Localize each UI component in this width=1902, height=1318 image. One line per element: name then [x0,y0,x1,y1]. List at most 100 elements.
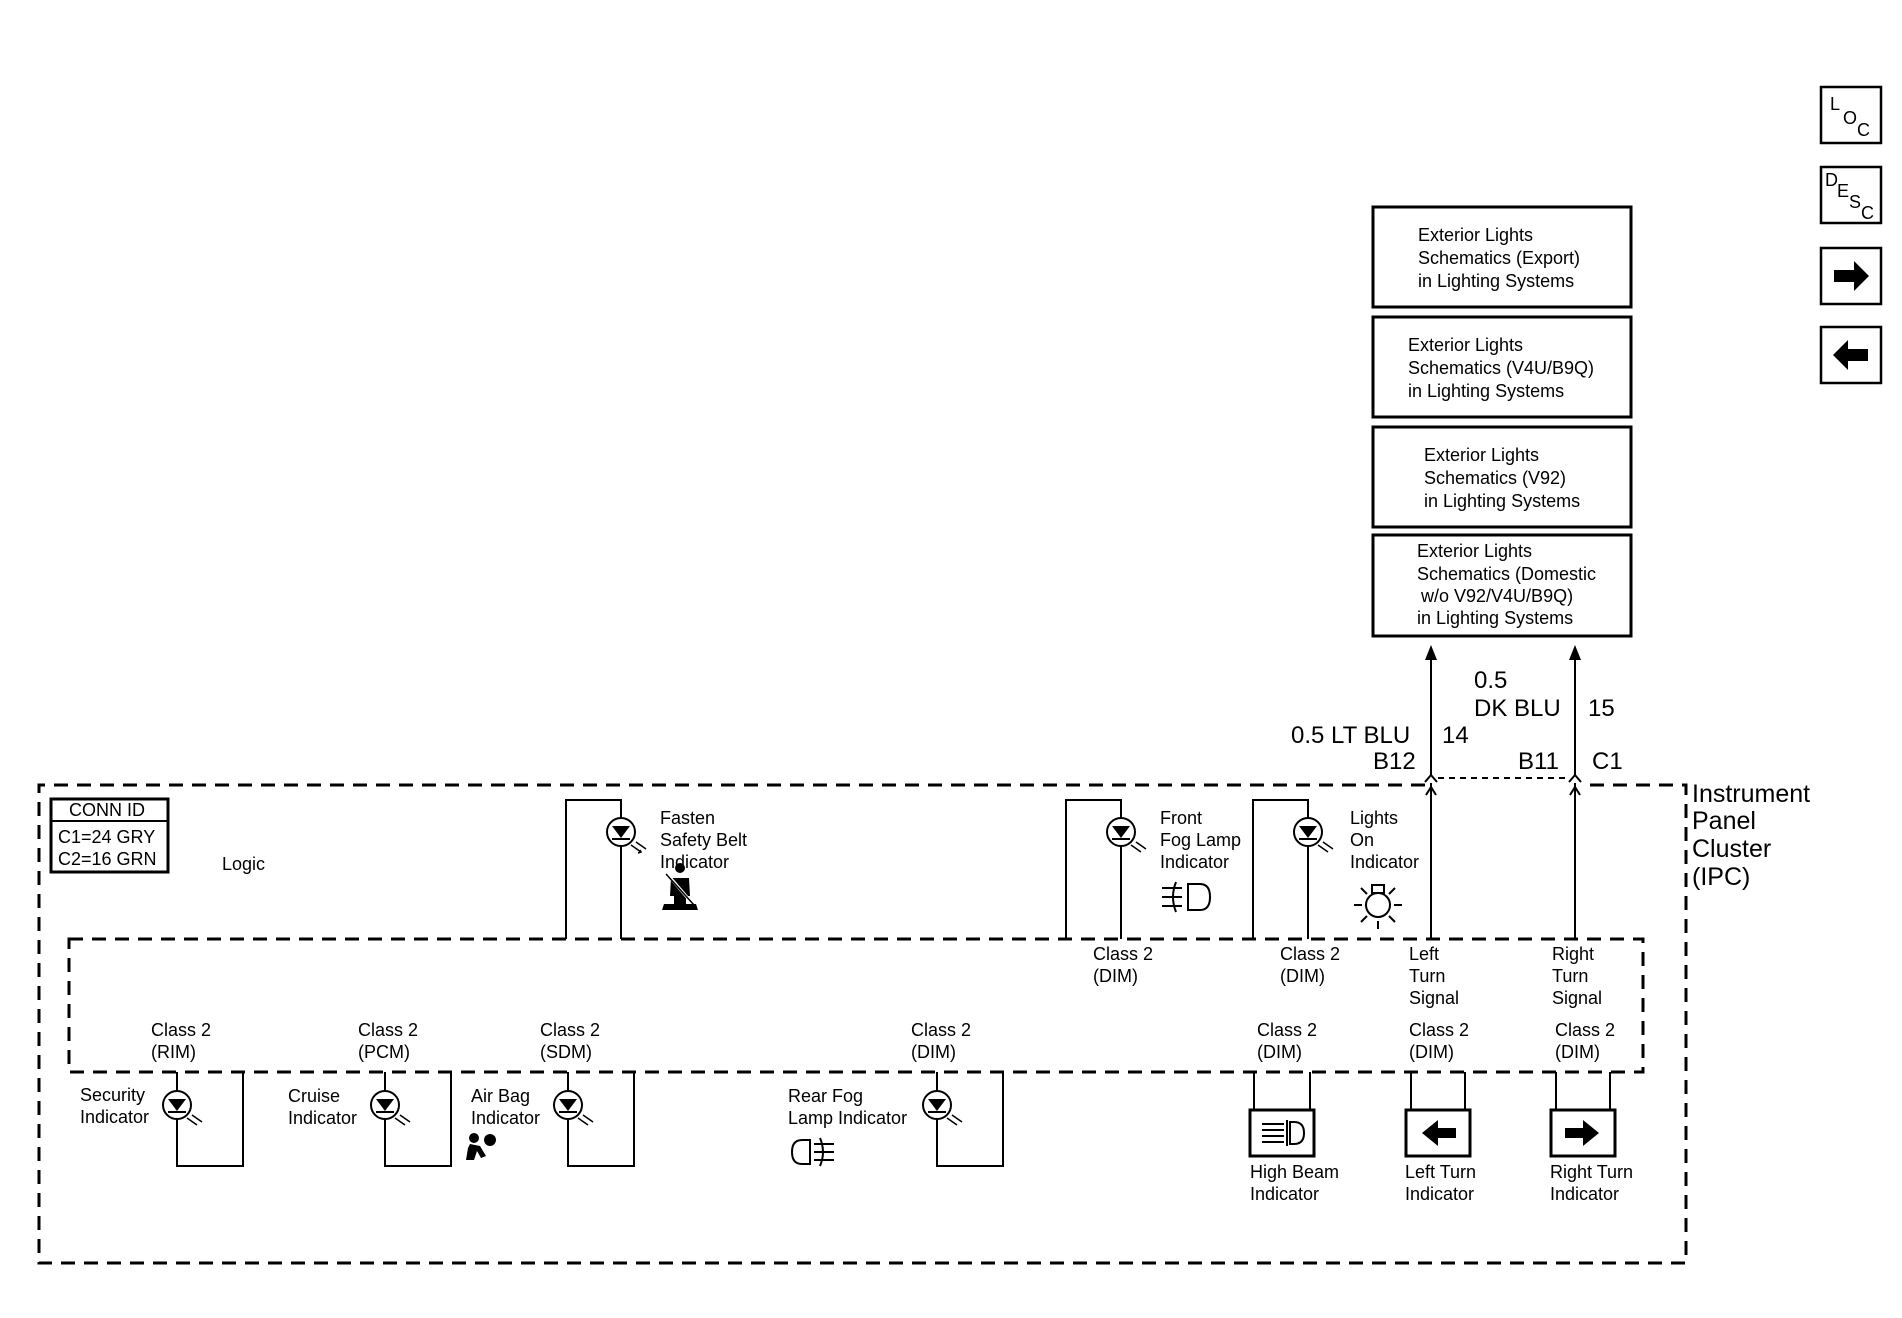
svg-text:Rear Fog: Rear Fog [788,1086,863,1106]
left-turn-arrow-icon [1404,1108,1472,1158]
rear-fog-lamp-icon [790,1137,834,1167]
svg-text:Turn: Turn [1409,966,1445,986]
svg-text:Indicator: Indicator [288,1108,357,1128]
svg-text:0.5 LT BLU: 0.5 LT BLU [1291,722,1410,749]
rear-fog-lamp-indicator: Class 2 (DIM) Rear Fog Lamp Indicator [788,1020,1004,1167]
svg-text:On: On [1350,830,1374,850]
high-beam-indicator: Class 2 (DIM) High Beam Indicator [1248,1020,1339,1204]
svg-text:(DIM): (DIM) [1280,966,1325,986]
svg-text:Turn: Turn [1552,966,1588,986]
svg-text:Exterior Lights: Exterior Lights [1417,541,1532,561]
svg-text:(DIM): (DIM) [1555,1042,1600,1062]
svg-text:Cruise: Cruise [288,1086,340,1106]
svg-text:Schematics (V92): Schematics (V92) [1424,468,1566,488]
cruise-indicator: Class 2 (PCM) Cruise Indicator [288,1020,452,1167]
svg-text:Class 2: Class 2 [358,1020,418,1040]
svg-text:0.5: 0.5 [1474,667,1507,694]
lights-on-indicator: Lights On Indicator Class 2 (DIM) [1252,799,1419,986]
svg-text:Lamp Indicator: Lamp Indicator [788,1108,907,1128]
svg-text:High Beam: High Beam [1250,1162,1339,1182]
arrow-right-icon [1834,261,1869,291]
right-turn-indicator: Class 2 (DIM) Right Turn Indicator [1549,1020,1633,1204]
svg-text:Signal: Signal [1552,988,1602,1008]
loc-button[interactable]: L O C [1819,85,1883,145]
svg-text:Indicator: Indicator [660,852,729,872]
svg-text:Front: Front [1160,808,1202,828]
desc-button[interactable]: D E S C [1819,165,1883,225]
svg-text:D: D [1825,170,1838,190]
svg-text:Indicator: Indicator [1160,852,1229,872]
svg-text:Indicator: Indicator [80,1107,149,1127]
svg-text:Class 2: Class 2 [911,1020,971,1040]
svg-text:Fasten: Fasten [660,808,715,828]
svg-text:Indicator: Indicator [1405,1184,1474,1204]
ipc-boundary: Instrument Panel Cluster (IPC) [37,780,1810,1265]
air-bag-indicator: Class 2 (SDM) Air Bag Indicator [466,1020,635,1167]
svg-text:in Lighting Systems: in Lighting Systems [1424,491,1580,511]
svg-text:Exterior Lights: Exterior Lights [1418,225,1533,245]
svg-text:C: C [1861,203,1874,223]
svg-text:(DIM): (DIM) [1409,1042,1454,1062]
svg-text:Class 2: Class 2 [1280,944,1340,964]
arrow-left-icon [1833,340,1868,370]
svg-text:Panel: Panel [1692,807,1756,835]
svg-text:Indicator: Indicator [471,1108,540,1128]
svg-text:Class 2: Class 2 [540,1020,600,1040]
svg-text:Exterior Lights: Exterior Lights [1424,445,1539,465]
svg-text:(SDM): (SDM) [540,1042,592,1062]
high-beam-icon [1248,1108,1316,1158]
svg-text:Left Turn: Left Turn [1405,1162,1476,1182]
svg-text:S: S [1849,192,1861,212]
next-page-button[interactable] [1819,246,1883,306]
right-turn-signal-label: Right Turn Signal [1552,944,1602,1008]
svg-text:Class 2: Class 2 [1093,944,1153,964]
svg-text:Right: Right [1552,944,1594,964]
logic-boundary [67,937,1645,1074]
svg-text:Safety Belt: Safety Belt [660,830,747,850]
svg-text:Right Turn: Right Turn [1550,1162,1633,1182]
logic-label: Logic [222,854,265,874]
left-turn-indicator: Class 2 (DIM) Left Turn Indicator [1404,1020,1476,1204]
front-fog-lamp-indicator: Front Fog Lamp Indicator Class 2 (DIM) [1065,799,1241,986]
svg-text:Schematics (V4U/B9Q): Schematics (V4U/B9Q) [1408,358,1594,378]
svg-text:C2=16 GRN: C2=16 GRN [58,849,157,869]
svg-text:Instrument: Instrument [1692,780,1810,808]
svg-text:in Lighting Systems: in Lighting Systems [1417,608,1573,628]
ref-box-v92[interactable]: Exterior Lights Schematics (V92) in Ligh… [1371,425,1633,529]
svg-text:C1=24 GRY: C1=24 GRY [58,827,155,847]
svg-text:Cluster: Cluster [1692,835,1771,863]
svg-text:Indicator: Indicator [1350,852,1419,872]
fasten-safety-belt-indicator: Fasten Safety Belt Indicator [565,799,747,939]
svg-text:(DIM): (DIM) [1093,966,1138,986]
ref-box-v4u-b9q[interactable]: Exterior Lights Schematics (V4U/B9Q) in … [1371,315,1633,419]
seatbelt-icon [662,863,698,910]
airbag-icon [466,1133,496,1160]
security-indicator: Class 2 (RIM) Security Indicator [80,1020,244,1167]
conn-id-box: CONN ID C1=24 GRY C2=16 GRN [49,797,170,874]
svg-text:C: C [1857,120,1870,140]
svg-text:B11: B11 [1518,748,1559,775]
svg-text:Indicator: Indicator [1250,1184,1319,1204]
wire-left-turn-output: 0.5 LT BLU 14 B12 [1291,645,1469,775]
svg-text:L: L [1830,94,1840,114]
svg-text:(DIM): (DIM) [1257,1042,1302,1062]
right-turn-arrow-icon [1549,1108,1617,1158]
front-fog-lamp-icon [1162,881,1212,913]
svg-text:CONN ID: CONN ID [69,800,145,820]
ref-box-export[interactable]: Exterior Lights Schematics (Export) in L… [1371,205,1633,309]
svg-text:DK BLU: DK BLU [1474,695,1561,722]
svg-text:Schematics (Domestic: Schematics (Domestic [1417,564,1596,584]
wire-right-turn-output: 0.5 DK BLU 15 B11 C1 [1474,645,1623,775]
lights-on-icon [1354,884,1402,929]
svg-text:(PCM): (PCM) [358,1042,410,1062]
svg-text:Fog Lamp: Fog Lamp [1160,830,1241,850]
svg-text:Security: Security [80,1085,145,1105]
svg-text:E: E [1837,181,1849,201]
svg-text:(RIM): (RIM) [151,1042,196,1062]
svg-text:Signal: Signal [1409,988,1459,1008]
ref-box-domestic[interactable]: Exterior Lights Schematics (Domestic w/o… [1371,533,1633,638]
svg-text:w/o V92/V4U/B9Q): w/o V92/V4U/B9Q) [1420,586,1573,606]
prev-page-button[interactable] [1819,325,1883,385]
svg-text:Exterior Lights: Exterior Lights [1408,335,1523,355]
